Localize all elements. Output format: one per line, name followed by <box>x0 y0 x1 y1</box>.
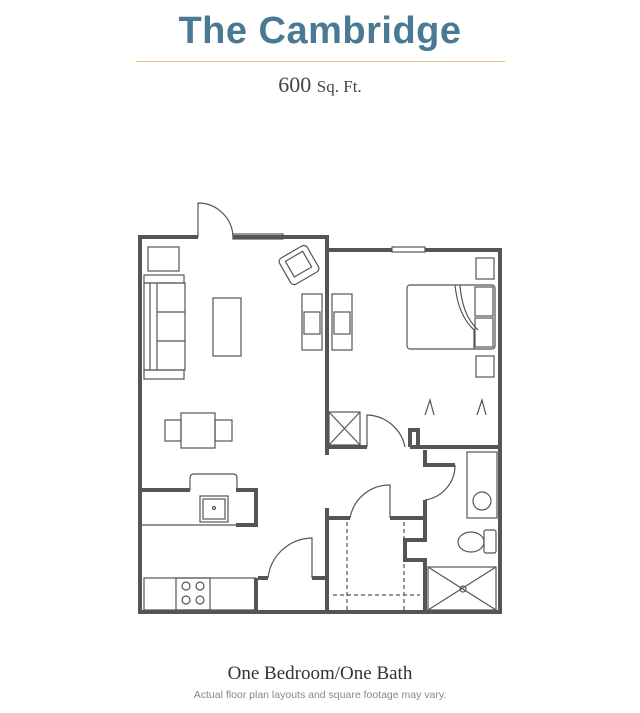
square-footage: 600 Sq. Ft. <box>0 72 640 98</box>
fixtures <box>140 202 498 611</box>
door-icon <box>349 484 391 519</box>
nightstand-icon <box>475 355 495 378</box>
window-icon <box>232 233 284 240</box>
bed-icon <box>406 284 496 350</box>
door-icon <box>267 537 313 579</box>
tv-console-icon <box>301 293 323 351</box>
shower-icon <box>427 566 497 611</box>
window-icon <box>391 246 426 253</box>
nightstand-icon <box>475 257 495 280</box>
sofa-icon <box>143 274 186 380</box>
sqft-unit: Sq. Ft. <box>316 77 362 96</box>
walk-in-closet <box>333 522 420 610</box>
plan-title: The Cambridge <box>178 10 462 52</box>
sqft-value: 600 <box>278 72 312 97</box>
exterior-walls <box>138 235 502 614</box>
toilet-icon <box>457 529 497 554</box>
door-icon <box>424 464 456 501</box>
dining-table-icon <box>164 412 233 449</box>
linen-closet <box>328 411 361 446</box>
armchair-icon <box>278 244 320 286</box>
stove-icon <box>175 577 211 611</box>
door-icon <box>197 202 234 238</box>
coffee-table-icon <box>212 297 242 357</box>
title-divider <box>136 61 505 62</box>
layout-label: One Bedroom/One Bath <box>227 663 413 684</box>
bath-sink-icon <box>466 451 498 519</box>
sink-icon <box>199 495 229 523</box>
door-icon <box>366 414 406 448</box>
disclaimer: Actual floor plan layouts and square foo… <box>193 689 447 701</box>
